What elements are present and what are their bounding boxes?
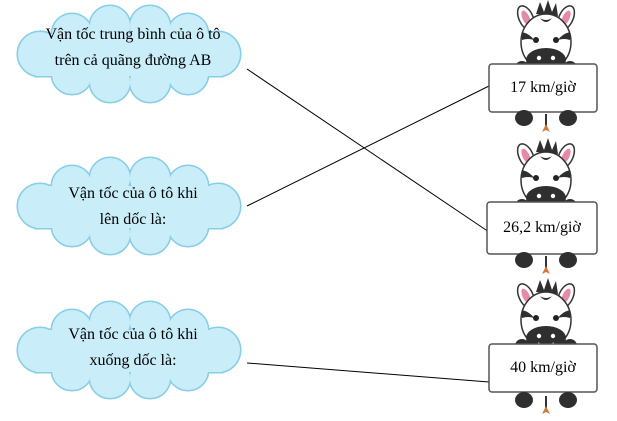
question-3-text: Vận tốc của ô tô khi xuống dốc là: — [14, 322, 252, 374]
answer-2-label: 26,2 km/giờ — [503, 219, 581, 236]
question-3-line-1: Vận tốc của ô tô khi — [68, 326, 198, 343]
answer-3-label: 40 km/giờ — [510, 359, 576, 376]
question-3-line-2: xuống dốc là: — [89, 352, 177, 369]
connection-lines — [246, 68, 490, 383]
zebra-feet-icon — [514, 251, 578, 275]
question-1-text: Vận tốc trung bình của ô tô trên cả quãn… — [14, 22, 252, 74]
answer-board — [488, 343, 598, 393]
answer-card-2 — [486, 137, 598, 275]
connection-line-q3-a3 — [246, 362, 490, 383]
answer-board — [486, 201, 598, 255]
question-2-text: Vận tốc của ô tô khi lên dốc là: — [14, 181, 252, 233]
question-1-line-2: trên cả quãng đường AB — [54, 52, 212, 69]
answer-card-3 — [488, 277, 598, 415]
connection-line-q2-a1 — [246, 85, 490, 207]
question-1-line-1: Vận tốc trung bình của ô tô — [45, 26, 221, 43]
answer-card-1 — [488, 0, 598, 133]
zebra-feet-icon — [514, 109, 578, 133]
answer-1-label: 17 km/giờ — [510, 79, 576, 96]
question-2-line-2: lên dốc là: — [99, 211, 167, 228]
zebra-feet-icon — [514, 391, 578, 415]
connection-line-q1-a2 — [246, 68, 490, 233]
answer-board — [488, 63, 598, 113]
question-2-line-1: Vận tốc của ô tô khi — [68, 185, 198, 202]
zebra-icon — [513, 277, 579, 354]
